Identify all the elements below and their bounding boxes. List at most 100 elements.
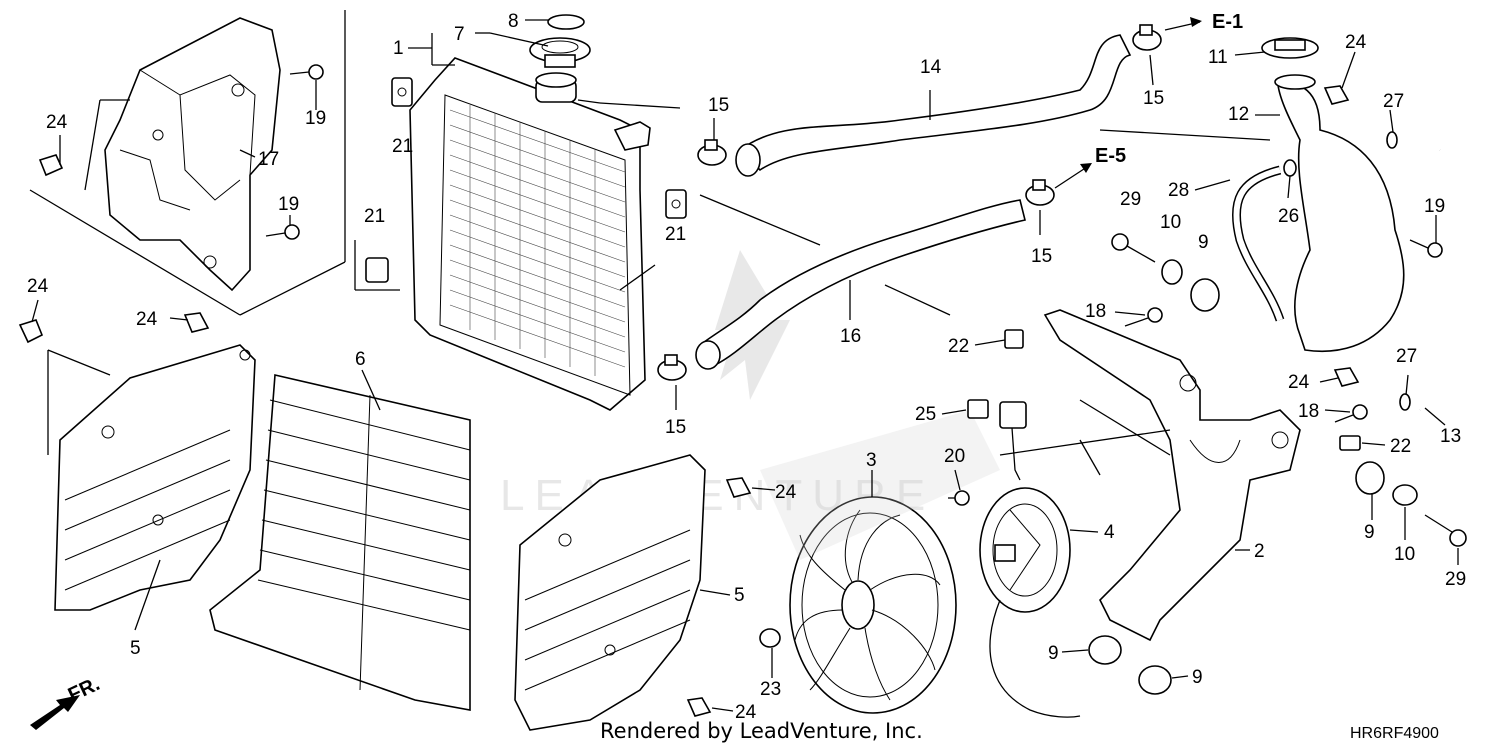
callout-22: 22 — [948, 336, 969, 357]
connector-25 — [967, 399, 1027, 481]
callout-10: 10 — [1394, 544, 1415, 565]
callout-4: 4 — [1104, 522, 1115, 543]
clip-26 — [1283, 159, 1297, 177]
upper-hose-14 — [735, 34, 1132, 177]
clip-22-b — [1339, 435, 1361, 451]
bolt-29-b — [1424, 514, 1467, 547]
radiator-shroud-bracket-17 — [29, 10, 346, 316]
leader-lines — [31, 19, 1459, 712]
callout-26: 26 — [1278, 206, 1299, 227]
callout-13: 13 — [1440, 426, 1461, 447]
radiator-cap-7 — [529, 37, 591, 68]
callout-9: 9 — [1364, 522, 1375, 543]
grommet-24-a — [38, 154, 64, 177]
callout-14: 14 — [920, 57, 942, 78]
callout-25: 25 — [915, 404, 936, 425]
callout-19: 19 — [305, 108, 326, 129]
callout-21: 21 — [364, 206, 385, 227]
rubber-mount-9-d — [1138, 665, 1172, 695]
nut-23 — [759, 628, 781, 648]
callout-19: 19 — [1424, 196, 1445, 217]
callout-8: 8 — [508, 11, 519, 32]
front-indicator: FR. — [30, 673, 103, 730]
hose-clamp-15-d — [657, 354, 687, 381]
hose-clamp-15-a — [697, 139, 727, 166]
bolt-19-b — [265, 224, 300, 240]
callout-24: 24 — [136, 309, 158, 330]
collar-10-b — [1392, 484, 1418, 506]
bolt-29-a — [1111, 233, 1156, 263]
callout-15: 15 — [1031, 246, 1052, 267]
callout-3: 3 — [866, 450, 877, 471]
bolt-18-a — [1124, 307, 1163, 327]
callout-24: 24 — [735, 702, 757, 723]
reserve-tank-12 — [1274, 74, 1405, 352]
fan-shroud-5-right — [514, 454, 706, 731]
callout-9: 9 — [1048, 643, 1059, 664]
grommet-24-c — [183, 312, 210, 333]
reference-arrow-e5[interactable]: E-5 — [1054, 145, 1126, 189]
grommet-24-d — [725, 477, 752, 498]
callout-23: 23 — [760, 679, 781, 700]
dotted-fill — [760, 410, 1000, 560]
rubber-mount-9-c — [1088, 635, 1122, 665]
callout-27: 27 — [1383, 91, 1404, 112]
hose-clamp-15-b — [1132, 24, 1162, 51]
grommet-24-e — [686, 697, 712, 717]
callout-20: 20 — [944, 446, 965, 467]
callout-29: 29 — [1120, 189, 1141, 210]
fan-shroud-5-left — [47, 344, 256, 611]
callout-24: 24 — [775, 482, 797, 503]
grommet-24-f — [1323, 85, 1350, 105]
callout-18: 18 — [1085, 301, 1106, 322]
lower-hose-16 — [695, 199, 1026, 370]
cooling-fan-3 — [789, 496, 957, 714]
fan-motor-4 — [979, 487, 1081, 718]
reserve-tank-cap-11 — [1261, 37, 1319, 59]
callout-18: 18 — [1298, 401, 1319, 422]
diagram-code: HR6RF4900 — [1350, 725, 1439, 742]
callout-15: 15 — [708, 95, 729, 116]
clip-27-b — [1399, 393, 1411, 411]
clip-27-a — [1386, 131, 1398, 149]
rubber-mount-9-b — [1355, 461, 1385, 495]
bolt-18-b — [1334, 404, 1368, 423]
callout-1: 1 — [393, 38, 404, 59]
louver-panel-6 — [209, 374, 471, 711]
callout-15: 15 — [665, 417, 686, 438]
callout-7: 7 — [454, 24, 465, 45]
bolt-19-a — [289, 64, 324, 80]
grommet-24-b — [18, 319, 44, 344]
rubber-mount-9-a — [1190, 278, 1220, 312]
clip-22-a — [1004, 329, 1024, 349]
callout-9: 9 — [1192, 667, 1203, 688]
bolt-19-c — [1409, 239, 1443, 258]
radiator-bracket-2 — [1043, 309, 1301, 642]
bolt-20 — [948, 490, 970, 506]
clip-21-b — [665, 189, 687, 219]
clip-21-a — [391, 77, 413, 107]
callout-24: 24 — [1288, 372, 1310, 393]
clip-21-c — [354, 240, 400, 291]
callout-15: 15 — [1143, 88, 1164, 109]
callout-9: 9 — [1198, 232, 1209, 253]
callout-21: 21 — [392, 136, 413, 157]
callout-16: 16 — [840, 326, 861, 347]
o-ring-8 — [547, 14, 585, 30]
callout-5: 5 — [734, 585, 745, 606]
callout-10: 10 — [1160, 212, 1181, 233]
callout-6: 6 — [355, 349, 366, 370]
callout-27: 27 — [1396, 346, 1417, 367]
callout-28: 28 — [1168, 180, 1189, 201]
grommet-24-g — [1333, 367, 1360, 387]
reference-arrow-e1[interactable]: E-1 — [1164, 11, 1243, 33]
callout-12: 12 — [1228, 104, 1249, 125]
callout-labels: 1 7 8 21 21 21 24 19 17 19 24 24 6 5 15 … — [27, 11, 1466, 723]
reference-e5-label: E-5 — [1095, 145, 1126, 167]
reference-e1-label: E-1 — [1212, 11, 1243, 33]
rendered-by-credit: Rendered by LeadVenture, Inc. — [600, 719, 923, 743]
callout-2: 2 — [1254, 541, 1265, 562]
callout-11: 11 — [1208, 47, 1228, 68]
